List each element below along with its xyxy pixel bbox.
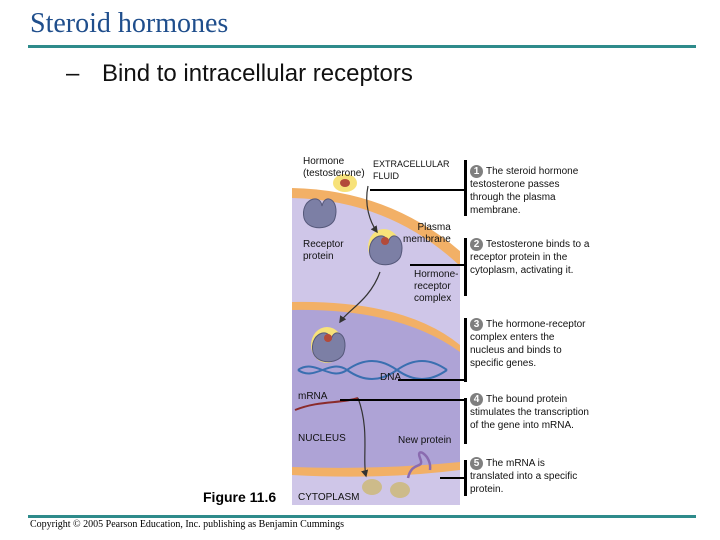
label-hormone: Hormone (testosterone) <box>303 156 365 179</box>
label-nucleus: NUCLEUS <box>298 433 346 444</box>
step-number-badge: 5 <box>470 457 483 470</box>
slide-title: Steroid hormones <box>30 8 229 39</box>
arrow-mrna-to-cytoplasm <box>357 397 369 478</box>
title-divider <box>28 45 696 48</box>
label-dna: DNA <box>380 372 402 383</box>
step-marker-bar <box>464 460 467 496</box>
receptor-protein-shape <box>303 198 337 229</box>
step-marker-bar <box>464 160 467 216</box>
label-cytoplasm: CYTOPLASM <box>298 492 360 503</box>
bound-receptor-shape <box>312 332 346 363</box>
arrow-complex-to-nucleus <box>339 271 381 324</box>
step-number-badge: 3 <box>470 318 483 331</box>
bullet-point: –Bind to intracellular receptors <box>66 60 413 88</box>
step-text: Testosterone binds to a receptor protein… <box>470 239 590 276</box>
footer-divider <box>28 515 696 518</box>
ribosome <box>362 479 382 495</box>
arrow-hormone-entry <box>366 185 378 234</box>
bound-hormone <box>324 334 332 342</box>
figure-caption: Figure 11.6 <box>203 489 277 505</box>
step-text: The bound protein stimulates the transcr… <box>470 394 589 431</box>
step-number-badge: 2 <box>470 238 483 251</box>
dna-strand-a <box>297 360 448 380</box>
bullet-dash: – <box>66 60 80 87</box>
copyright-notice: Copyright © 2005 Pearson Education, Inc.… <box>30 519 344 530</box>
label-new-protein: New protein <box>398 435 452 446</box>
label-extracellular: EXTRACELLULAR FLUID <box>373 159 450 181</box>
complex-receptor-shape <box>369 235 403 266</box>
step-marker-bar <box>464 318 467 382</box>
complex-hormone <box>381 237 389 245</box>
step-number-badge: 1 <box>470 165 483 178</box>
ribosome <box>390 482 410 498</box>
step-text: The steroid hormone testosterone passes … <box>470 166 579 216</box>
label-mrna: mRNA <box>298 391 328 402</box>
dna-strand-b <box>297 360 448 380</box>
step-marker-bar <box>464 398 467 444</box>
label-hormone-receptor-complex: Hormone- receptor complex <box>414 269 459 304</box>
step-marker-bar <box>464 238 467 296</box>
bullet-text: Bind to intracellular receptors <box>102 60 413 87</box>
label-plasma-membrane: Plasma membrane <box>403 222 451 245</box>
hormone-molecule <box>340 179 350 187</box>
new-protein-chain <box>406 451 432 479</box>
step-text: The hormone-receptor complex enters the … <box>470 319 586 369</box>
step-text: The mRNA is translated into a specific p… <box>470 458 578 495</box>
step-number-badge: 4 <box>470 393 483 406</box>
label-receptor-protein: Receptor protein <box>303 239 344 262</box>
